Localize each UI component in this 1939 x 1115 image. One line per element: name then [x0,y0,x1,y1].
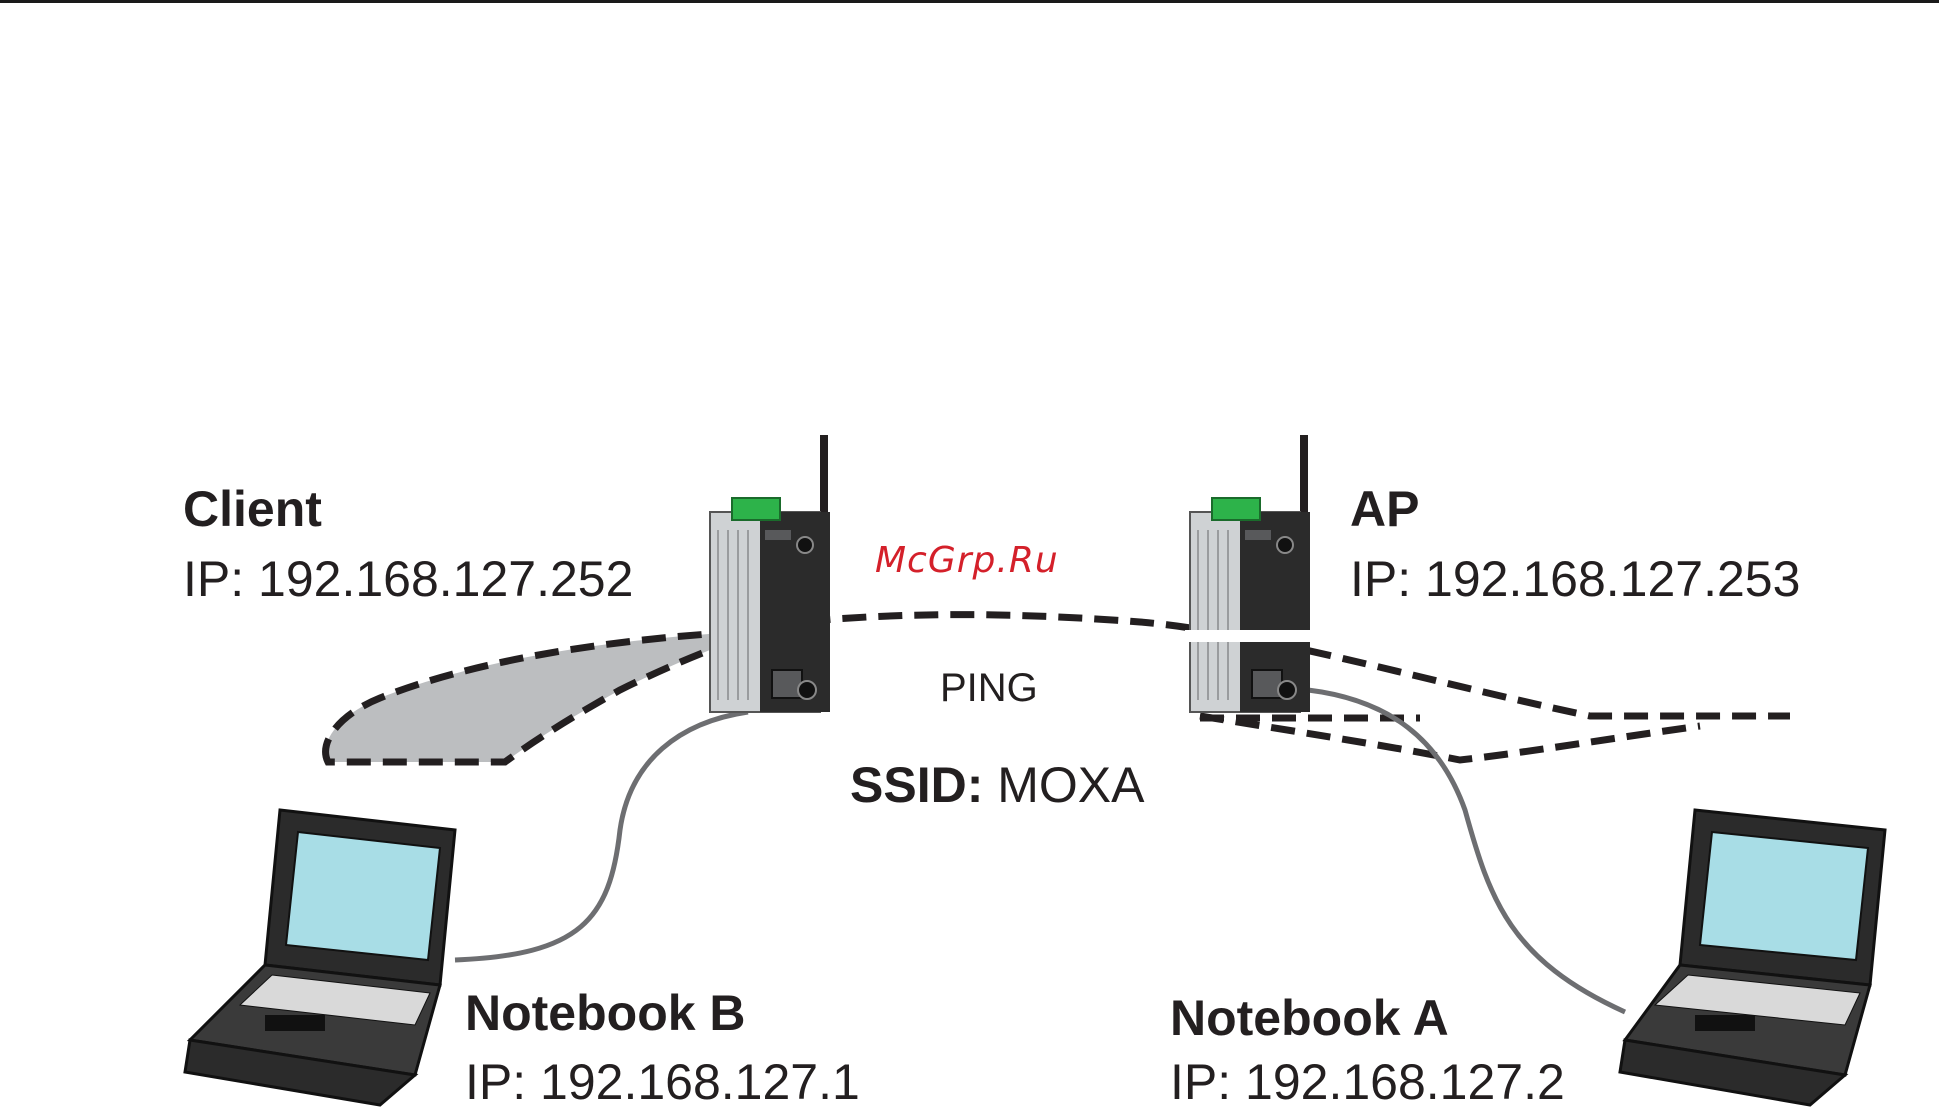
ping-label: PING [940,668,1038,708]
client-title: Client [183,484,322,534]
notebook-b-title: Notebook B [465,988,746,1038]
notebook-b-ip: IP: 192.168.127.1 [465,1057,860,1107]
ap-ip: IP: 192.168.127.253 [1350,554,1800,604]
notebook-b-laptop [185,810,455,1105]
notebook-a-ip: IP: 192.168.127.2 [1170,1057,1565,1107]
client-coverage-area [326,632,760,762]
notebook-a-laptop [1620,810,1885,1105]
ssid-label: SSID: MOXA [850,760,1145,810]
watermark: McGrp.Ru [875,540,1059,581]
ap-title: AP [1350,484,1419,534]
ap-device [1185,435,1325,712]
ap-coverage-lower [1200,716,1700,760]
ssid-key: SSID: [850,757,983,813]
client-ip: IP: 192.168.127.252 [183,554,633,604]
notebook-a-title: Notebook A [1170,993,1449,1043]
client-device [710,435,830,712]
ssid-value: MOXA [983,757,1144,813]
